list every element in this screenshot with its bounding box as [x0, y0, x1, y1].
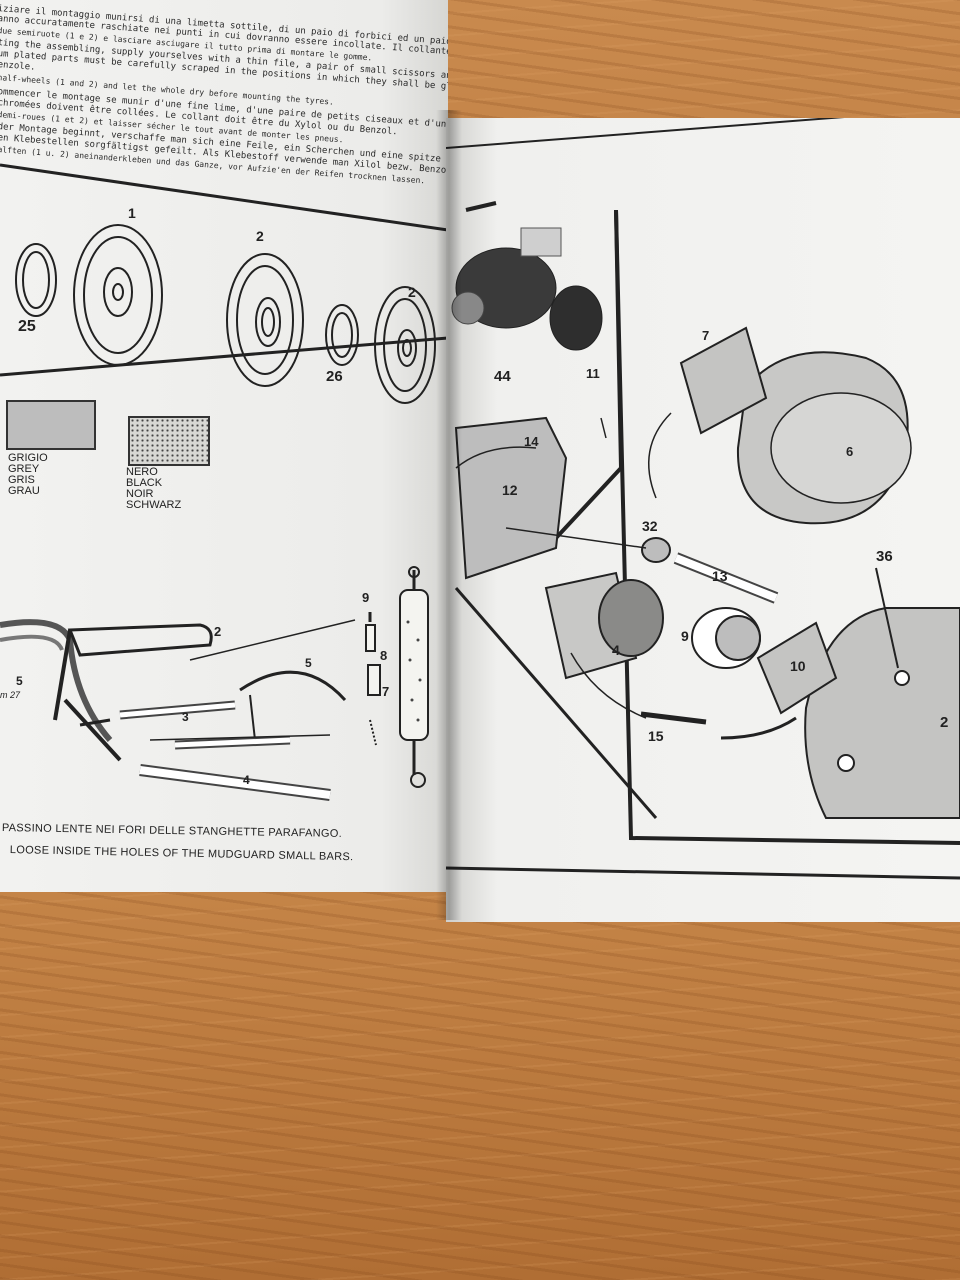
left-page: iziare il montaggio munirsi di una limet…	[0, 0, 448, 892]
part-number-9: 9	[362, 590, 370, 605]
black-label-fr: NOIR	[126, 488, 154, 500]
part-number-11: 11	[586, 366, 600, 381]
part-number-3: 3	[182, 710, 189, 724]
grey-label-de: GRAU	[8, 485, 40, 497]
part-number-14: 14	[524, 434, 539, 449]
right-page: 44 11 14 12 7 6 32 13 36 4 9 10 15 2	[446, 118, 960, 922]
black-label-it: NERO	[126, 466, 158, 478]
part-number-5a: 5	[305, 656, 312, 670]
part-number-26: 26	[326, 368, 343, 385]
part-number-2c: 2	[214, 624, 222, 639]
grey-swatch	[6, 400, 96, 450]
part-number-7: 7	[382, 684, 390, 699]
black-label-de: SCHWARZ	[126, 499, 182, 511]
part-number-5b: 5	[16, 674, 23, 688]
part-number-12: 12	[502, 482, 518, 498]
black-swatch	[128, 416, 210, 466]
part-number-1: 1	[128, 205, 136, 221]
part-number-10: 10	[790, 658, 806, 674]
part-number-8: 8	[380, 648, 388, 663]
part-number-36: 36	[876, 548, 893, 565]
part-number-6: 6	[846, 444, 854, 459]
part-number-4-right: 4	[612, 642, 620, 658]
book-spine-shadow	[436, 110, 462, 920]
wheel-diagram	[0, 163, 448, 801]
grey-label-it: GRIGIO	[8, 452, 48, 464]
part-number-2a: 2	[256, 228, 264, 244]
part-number-15: 15	[648, 728, 664, 744]
part-number-9-right: 9	[681, 628, 689, 644]
part-number-2-right: 2	[940, 714, 949, 731]
part-number-25: 25	[18, 318, 36, 335]
part-number-2b: 2	[408, 284, 416, 300]
black-label-en: BLACK	[126, 477, 163, 489]
part-number-4: 4	[243, 773, 250, 787]
part-label-m27: m 27	[0, 690, 21, 700]
engine-diagram	[446, 118, 960, 880]
grey-label-en: GREY	[8, 463, 40, 475]
part-number-32: 32	[642, 518, 658, 534]
part-number-7-right: 7	[702, 328, 710, 343]
part-number-44: 44	[494, 368, 511, 385]
part-number-13: 13	[712, 568, 728, 584]
grey-label-fr: GRIS	[8, 474, 35, 486]
